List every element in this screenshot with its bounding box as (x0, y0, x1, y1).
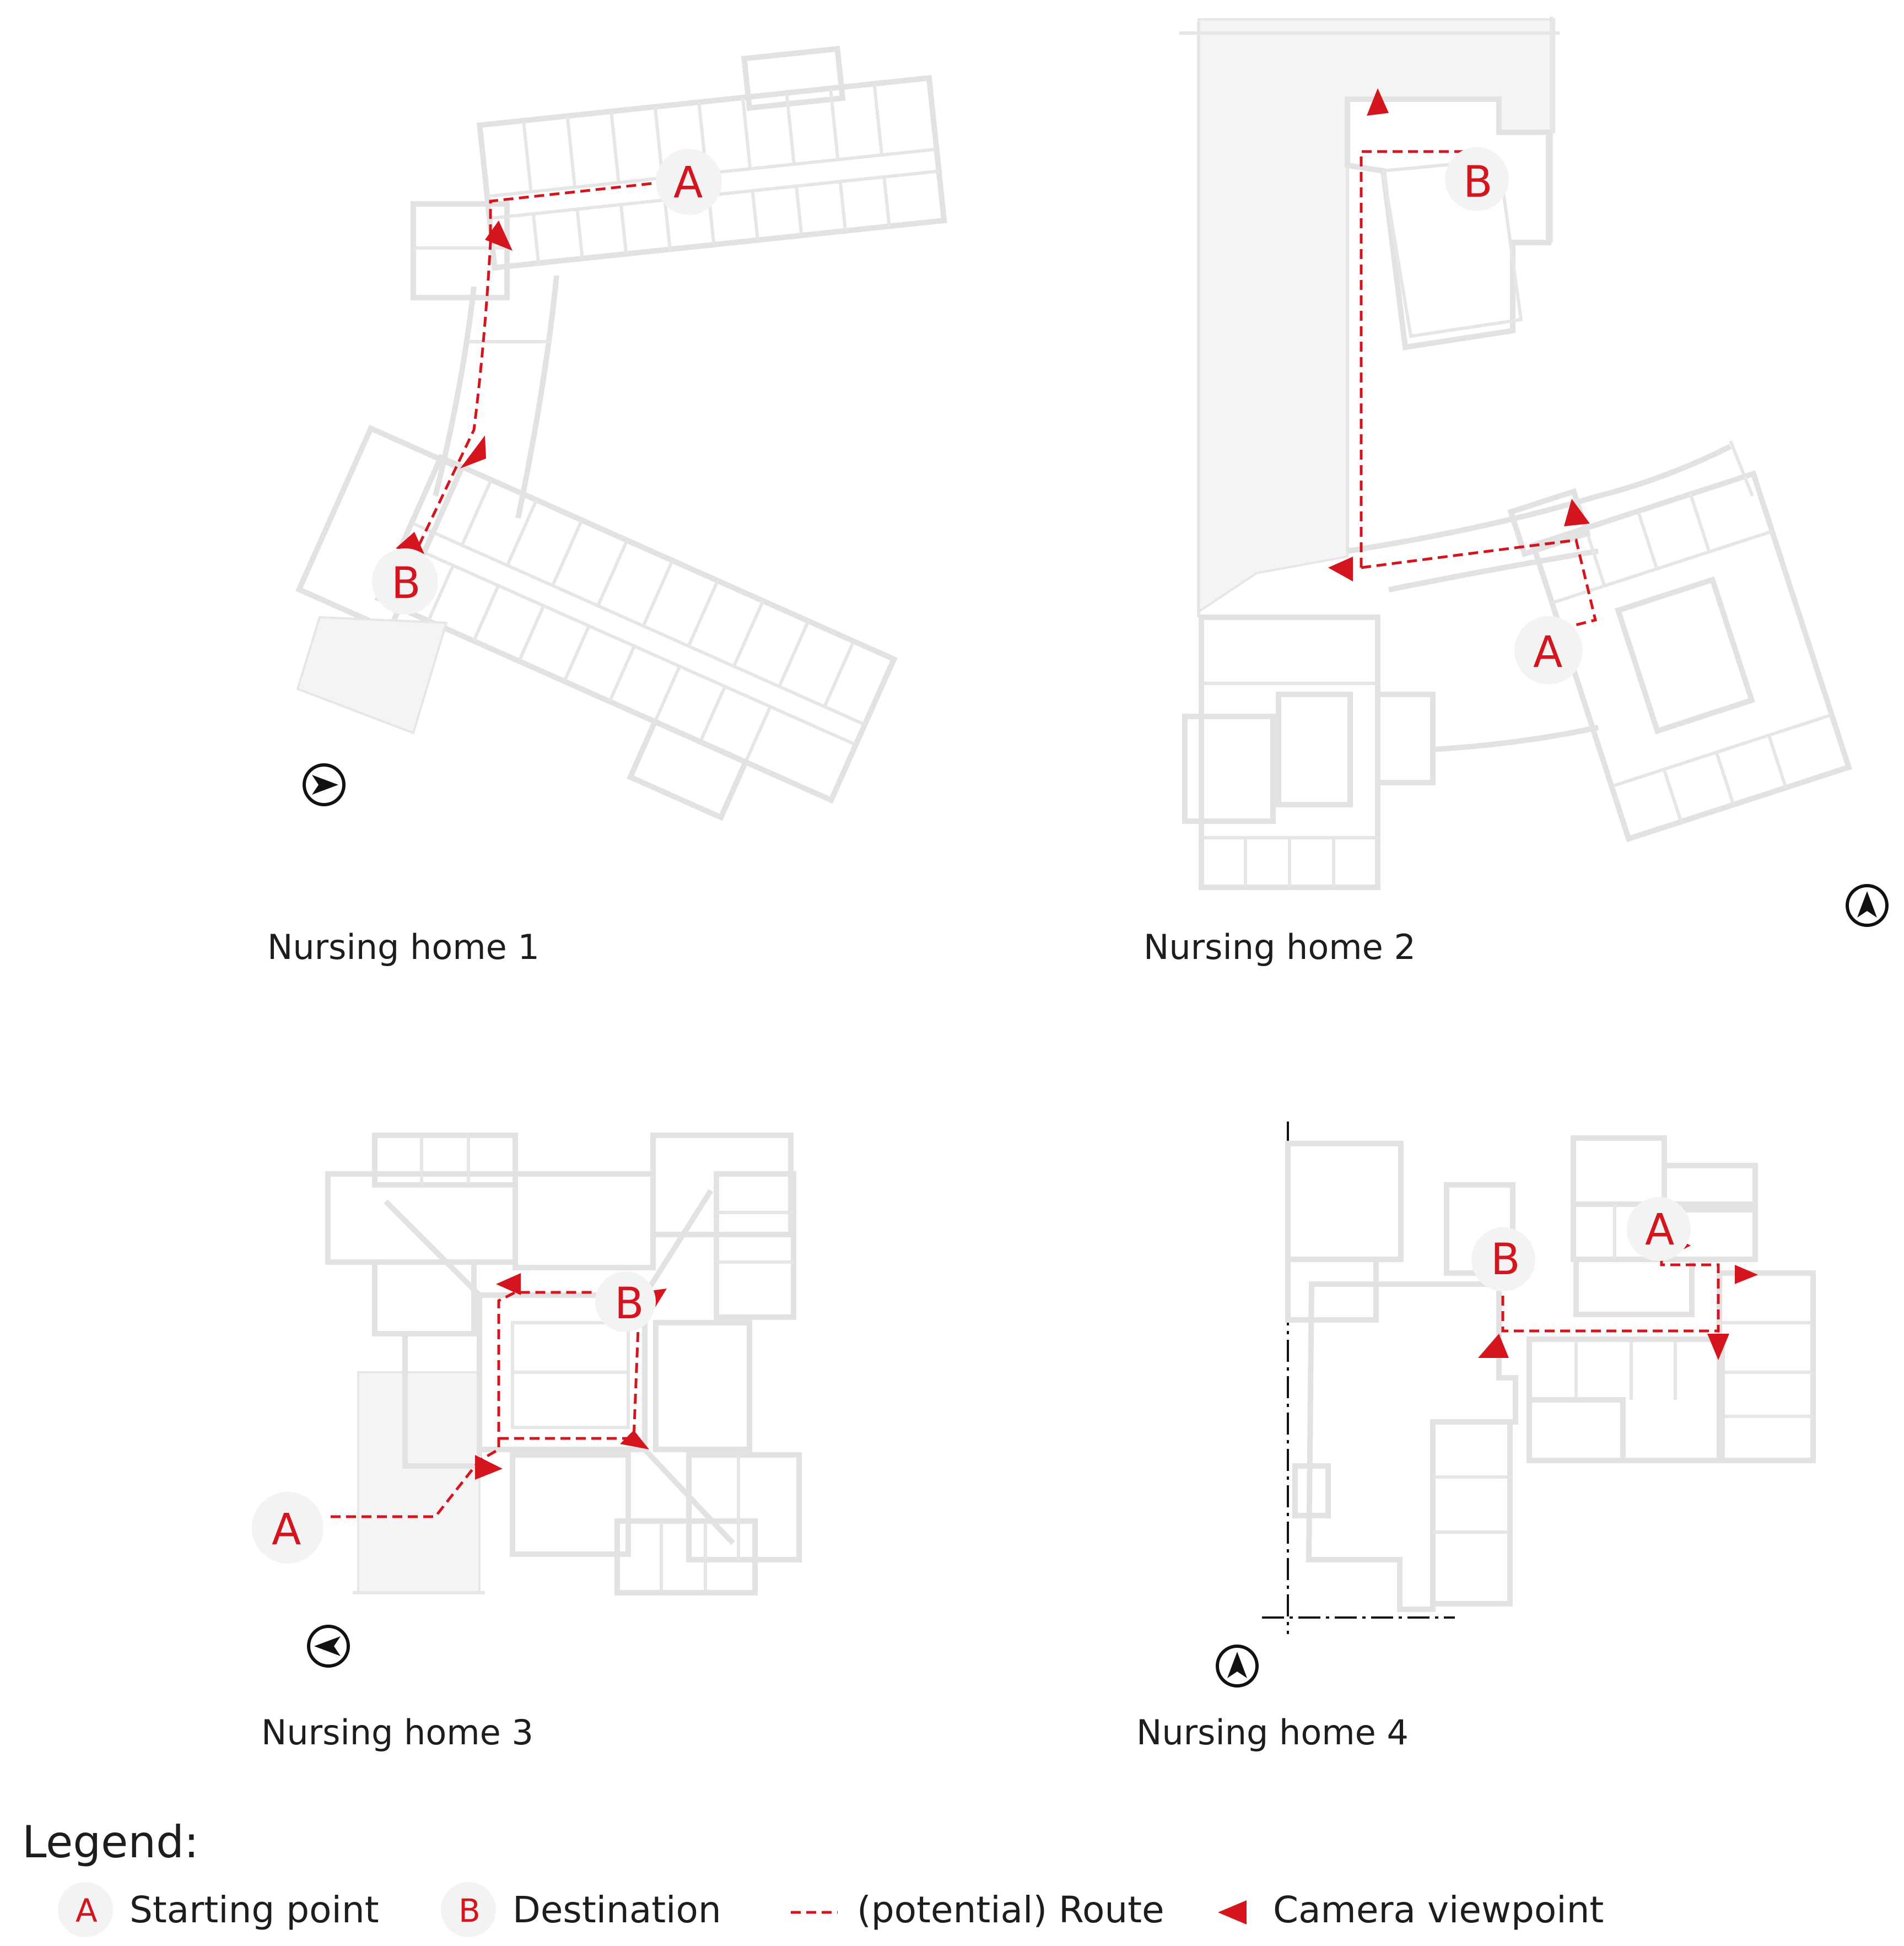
start-point-halo-h4 (1627, 1197, 1691, 1261)
caption-nursing-home-3: Nursing home 3 (261, 1712, 533, 1753)
nursing-home-3-route (331, 1291, 640, 1518)
camera-viewpoint-h3-4 (620, 1430, 649, 1449)
nursing-home-4-plan (1262, 1122, 1816, 1634)
camera-viewpoint-h4-2 (1735, 1265, 1758, 1284)
camera-viewpoint-h1-3 (396, 532, 424, 554)
camera-viewpoint-h1-2 (460, 435, 486, 468)
destination-halo-h3 (595, 1271, 656, 1332)
legend-title: Legend: (22, 1816, 199, 1868)
nursing-home-1-lower-wing (374, 454, 898, 821)
legend-start-symbol: A (75, 1892, 98, 1929)
camera-viewpoint-h2-3 (1564, 499, 1590, 526)
legend-start-halo (58, 1882, 113, 1937)
north-arrow-icon-h2 (1846, 884, 1889, 927)
north-arrow-icon-h1 (303, 763, 346, 806)
nursing-home-3-plan (325, 1133, 802, 1595)
legend-start-label: Starting point (130, 1889, 379, 1931)
camera-viewpoint-h4-3 (1707, 1334, 1729, 1360)
start-point-halo-h3 (252, 1492, 323, 1564)
caption-nursing-home-1: Nursing home 1 (267, 927, 540, 967)
camera-viewpoint-h3-1 (496, 1273, 521, 1295)
start-point-h3: A (272, 1505, 301, 1555)
destination-point-h2: B (1463, 158, 1493, 207)
camera-viewpoint-h4-4 (1478, 1334, 1509, 1358)
north-arrow-icon-h3 (307, 1625, 350, 1668)
caption-nursing-home-4: Nursing home 4 (1136, 1712, 1409, 1753)
destination-point-h3: B (614, 1279, 644, 1329)
legend-route-label: (potential) Route (857, 1889, 1164, 1931)
start-point-halo-h1 (656, 149, 722, 215)
nursing-home-1-route (417, 180, 667, 547)
camera-viewpoint-h1-1 (485, 220, 513, 251)
legend-camera-icon (1218, 1900, 1247, 1925)
start-point-h2: A (1533, 628, 1562, 677)
start-point-halo-h2 (1514, 616, 1583, 684)
camera-viewpoint-h2-1 (1367, 88, 1389, 116)
start-point-h4: A (1645, 1205, 1674, 1255)
destination-point-h1: B (391, 559, 421, 608)
nursing-home-4-route (1501, 1243, 1720, 1333)
destination-halo-h2 (1445, 147, 1509, 211)
start-point-h1: A (673, 158, 703, 208)
legend-destination-halo (441, 1882, 496, 1937)
nursing-home-1-plan (295, 46, 947, 821)
destination-point-h4: B (1491, 1235, 1520, 1285)
nursing-home-2-route (1360, 150, 1598, 627)
destination-halo-h4 (1471, 1227, 1535, 1291)
camera-viewpoint-h2-2 (1328, 557, 1353, 581)
legend: Legend: A Starting point B Destination (… (22, 1816, 1604, 1937)
legend-destination-symbol: B (459, 1892, 481, 1929)
destination-halo-h1 (372, 548, 438, 614)
camera-viewpoint-h3-3 (475, 1455, 503, 1480)
nursing-home-1-upper-wing (476, 46, 947, 271)
legend-camera-label: Camera viewpoint (1273, 1889, 1604, 1931)
north-arrow-icon-h4 (1216, 1645, 1259, 1688)
caption-nursing-home-2: Nursing home 2 (1144, 927, 1416, 967)
nursing-home-2-plan (1179, 17, 1853, 890)
legend-destination-label: Destination (513, 1889, 721, 1931)
